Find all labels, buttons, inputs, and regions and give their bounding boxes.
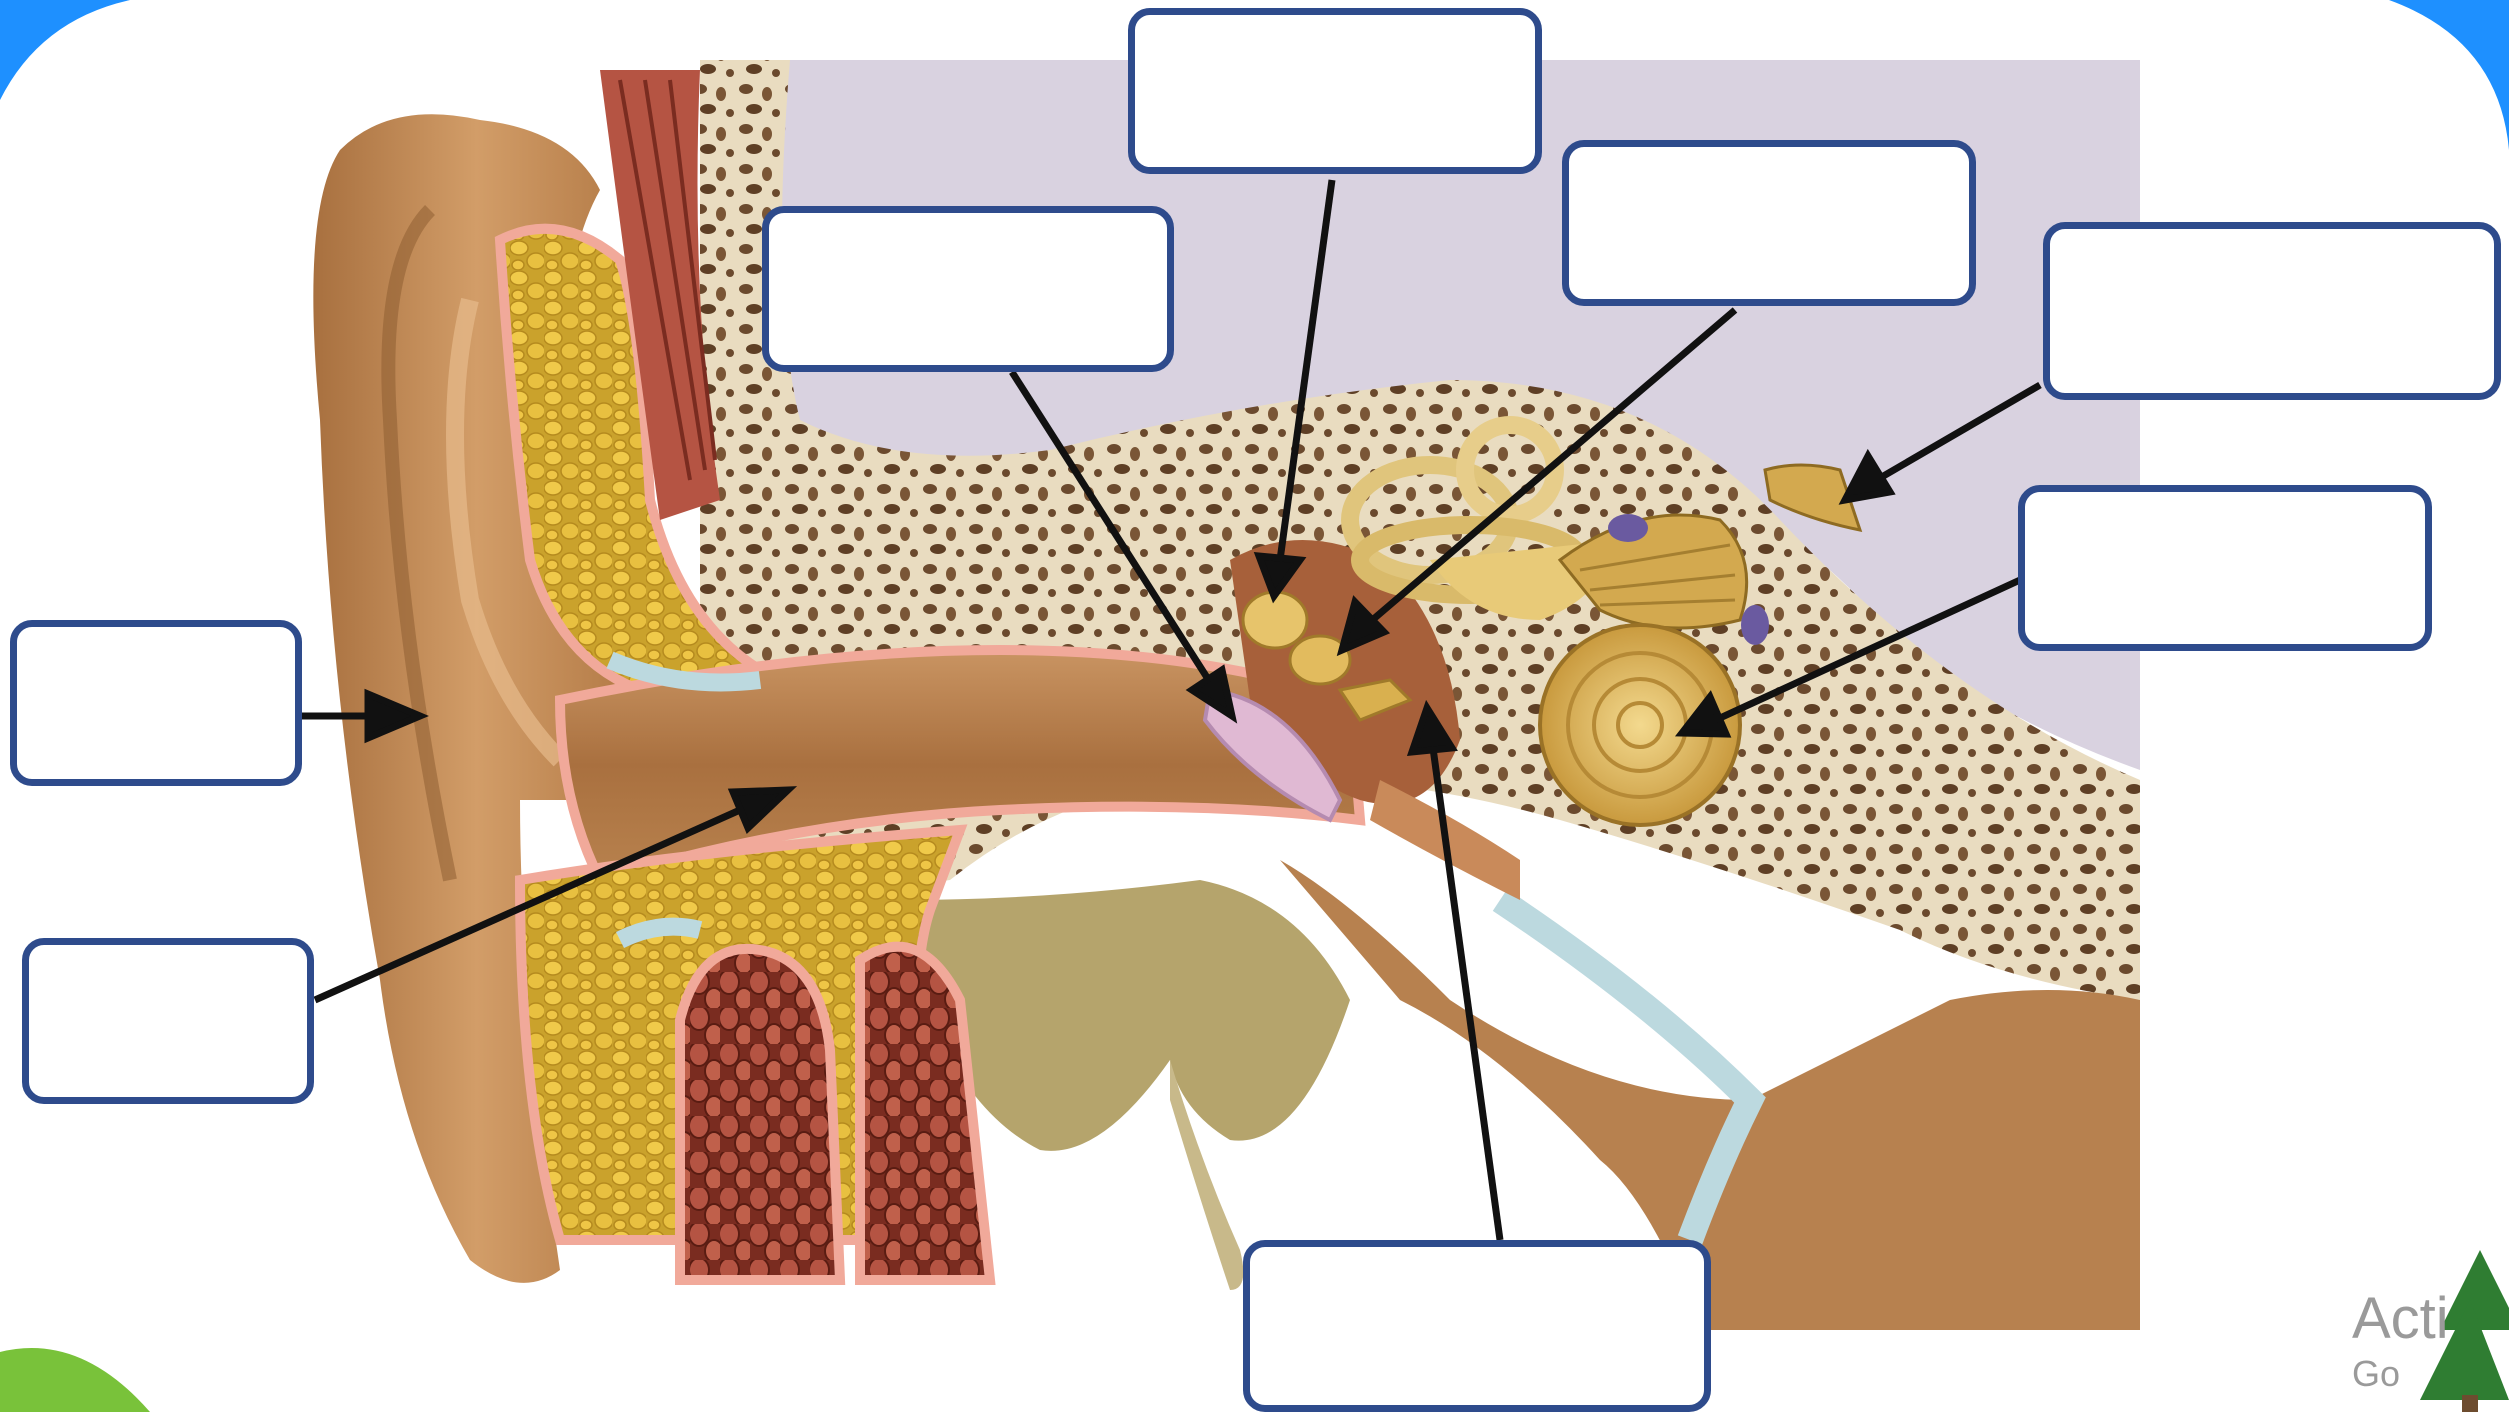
muscle-left bbox=[680, 949, 840, 1280]
label-box-pinna[interactable] bbox=[10, 620, 302, 786]
watermark-line-1: Acti bbox=[2352, 1290, 2449, 1348]
label-box-auditory-nerve[interactable] bbox=[2043, 222, 2501, 400]
label-box-eustachian-tube[interactable] bbox=[1243, 1240, 1711, 1412]
label-box-ear-canal[interactable] bbox=[22, 938, 314, 1104]
label-box-cochlea[interactable] bbox=[2018, 485, 2432, 651]
activation-watermark: Acti Go bbox=[2352, 1290, 2449, 1392]
label-box-ossicles[interactable] bbox=[1128, 8, 1542, 174]
watermark-line-2: Go bbox=[2352, 1356, 2449, 1392]
label-box-semicircular-canals[interactable] bbox=[1562, 140, 1976, 306]
label-box-eardrum[interactable] bbox=[762, 206, 1174, 372]
